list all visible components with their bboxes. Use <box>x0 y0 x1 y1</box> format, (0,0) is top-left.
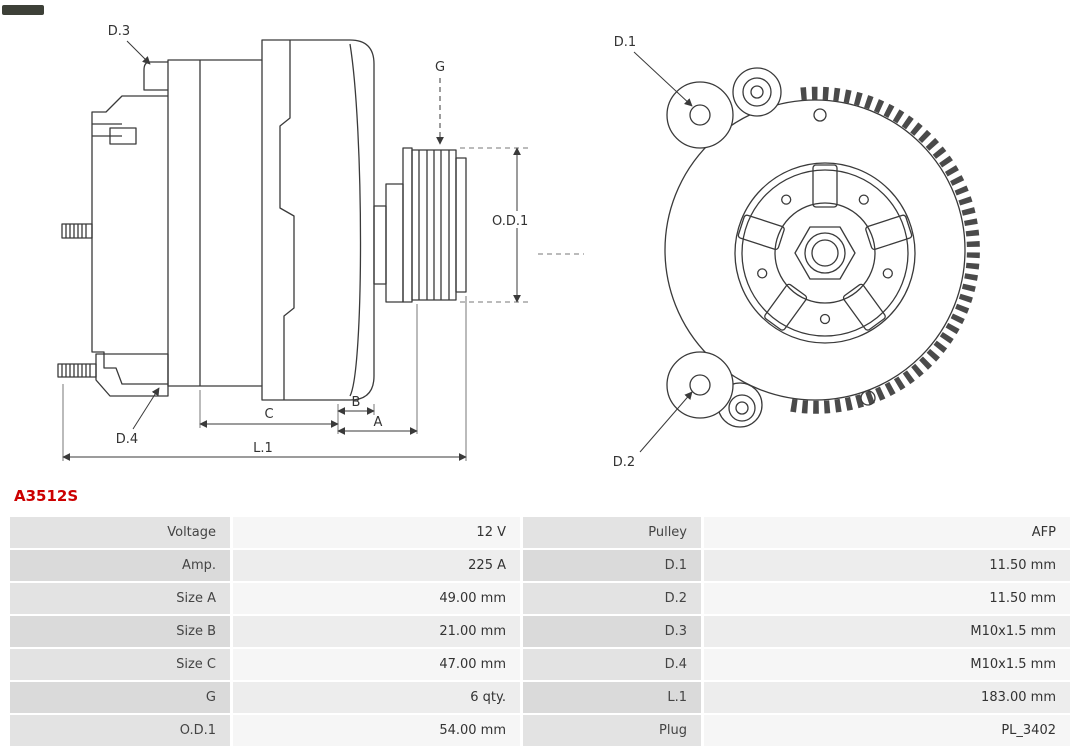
rear-serrated-edge <box>786 86 980 414</box>
dim-label-d3: D.3 <box>108 24 130 39</box>
spec-label: D.2 <box>523 583 701 614</box>
rear-detail-hole <box>860 390 876 406</box>
side-pulley <box>373 147 467 303</box>
side-rear-housing <box>57 95 169 397</box>
dim-label-l1: L.1 <box>253 441 273 456</box>
spec-label: G <box>10 682 230 713</box>
spec-value: 11.50 mm <box>704 583 1070 614</box>
shaft-nut <box>794 226 856 280</box>
dim-label-b: B <box>352 395 361 410</box>
dim-label-a: A <box>374 415 383 430</box>
spec-value: 49.00 mm <box>233 583 520 614</box>
spec-label: O.D.1 <box>10 715 230 746</box>
rear-mounting-lugs <box>666 67 782 428</box>
spec-value: AFP <box>704 517 1070 548</box>
technical-diagram: D.3 D.4 G O.D.1 B C A L.1 <box>0 0 1080 482</box>
dim-label-d2: D.2 <box>613 455 635 470</box>
spec-label: Amp. <box>10 550 230 581</box>
spec-label: Size B <box>10 616 230 647</box>
part-number: A3512S <box>14 487 79 505</box>
spec-value: M10x1.5 mm <box>704 616 1070 647</box>
rear-pulley-spokes <box>737 164 913 331</box>
spec-value: PL_3402 <box>704 715 1070 746</box>
rear-vent-slots <box>0 0 1080 482</box>
rear-pulley <box>734 162 916 344</box>
spec-value: M10x1.5 mm <box>704 649 1070 680</box>
spec-value: 54.00 mm <box>233 715 520 746</box>
spec-label: Size C <box>10 649 230 680</box>
dim-label-d1: D.1 <box>614 35 636 50</box>
spec-label: Size A <box>10 583 230 614</box>
alternator-rear-view: D.1 D.2 <box>0 0 1080 482</box>
spec-label: D.4 <box>523 649 701 680</box>
spec-value: 225 A <box>233 550 520 581</box>
spec-value: 11.50 mm <box>704 550 1070 581</box>
spec-label: D.1 <box>523 550 701 581</box>
rear-detail-hole <box>813 108 827 122</box>
page-corner-logo-fragment <box>2 5 44 15</box>
dim-label-od1: O.D.1 <box>492 214 528 229</box>
spec-value: 12 V <box>233 517 520 548</box>
spec-label: Pulley <box>523 517 701 548</box>
alternator-side-view: D.3 D.4 G O.D.1 B C A L.1 <box>57 24 584 461</box>
spec-label: Plug <box>523 715 701 746</box>
side-main-body <box>143 39 375 401</box>
spec-label: D.3 <box>523 616 701 647</box>
rear-housing-outline <box>664 99 966 401</box>
spec-value: 21.00 mm <box>233 616 520 647</box>
spec-label: Voltage <box>10 517 230 548</box>
alternator-drawing-svg: D.3 D.4 G O.D.1 B C A L.1 <box>0 0 1080 482</box>
spec-label: L.1 <box>523 682 701 713</box>
spec-table: Voltage 12 V Pulley AFP Amp. 225 A D.1 1… <box>10 517 1070 746</box>
spec-value: 47.00 mm <box>233 649 520 680</box>
spec-value: 6 qty. <box>233 682 520 713</box>
dim-label-c: C <box>264 407 273 422</box>
d1-leader-line <box>633 51 693 107</box>
dim-label-g: G <box>435 60 445 75</box>
side-dimension-lines <box>62 40 584 461</box>
dim-label-d4: D.4 <box>116 432 138 447</box>
d2-leader-line <box>639 391 693 453</box>
spec-value: 183.00 mm <box>704 682 1070 713</box>
